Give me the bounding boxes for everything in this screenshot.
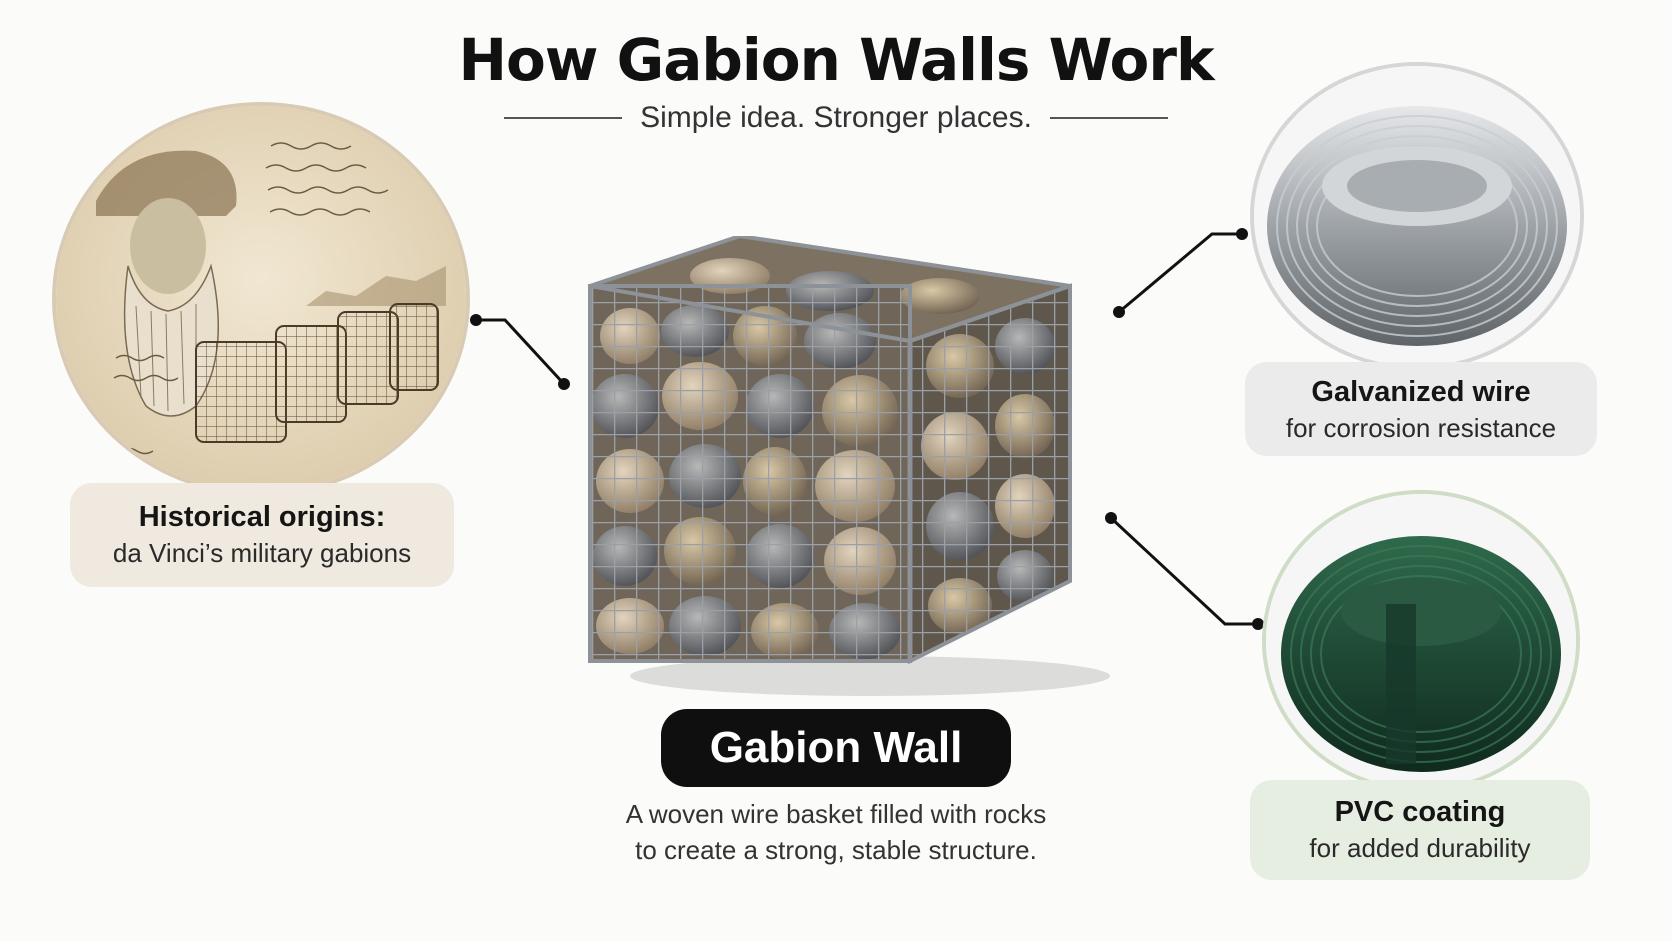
page-subtitle: Simple idea. Stronger places.	[640, 101, 1032, 134]
gabion-basket-image	[570, 233, 1110, 700]
pvc-text: for added durability	[1309, 833, 1531, 863]
page-title: How Gabion Walls Work	[458, 26, 1214, 94]
description-line-1: A woven wire basket filled with rocks	[625, 799, 1047, 829]
connector-galvanized	[1113, 228, 1248, 318]
pvc-coated-wire-image	[1262, 490, 1580, 792]
pvc-callout: PVC coating for added durability	[1250, 780, 1590, 880]
gabion-wall-label: Gabion Wall	[661, 709, 1011, 787]
galvanized-callout: Galvanized wire for corrosion resistance	[1245, 362, 1597, 456]
galvanized-text: for corrosion resistance	[1285, 413, 1557, 443]
history-callout: Historical origins: da Vinci’s military …	[70, 483, 454, 587]
description-line-2: to create a strong, stable structure.	[635, 835, 1037, 865]
connector-history	[470, 314, 570, 390]
right-divider	[1049, 117, 1168, 119]
history-text: da Vinci’s military gabions	[112, 538, 412, 568]
subtitle-row: Simple idea. Stronger places.	[0, 96, 1672, 140]
history-title: Historical origins:	[138, 501, 386, 533]
galvanized-wire-image	[1250, 62, 1584, 370]
connector-pvc	[1105, 512, 1264, 630]
galvanized-title: Galvanized wire	[1311, 376, 1531, 408]
gabion-wall-description: A woven wire basket filled with rocks to…	[560, 796, 1112, 868]
left-divider	[504, 117, 623, 119]
davinci-sketch-image	[52, 102, 470, 496]
pvc-title: PVC coating	[1334, 796, 1506, 828]
